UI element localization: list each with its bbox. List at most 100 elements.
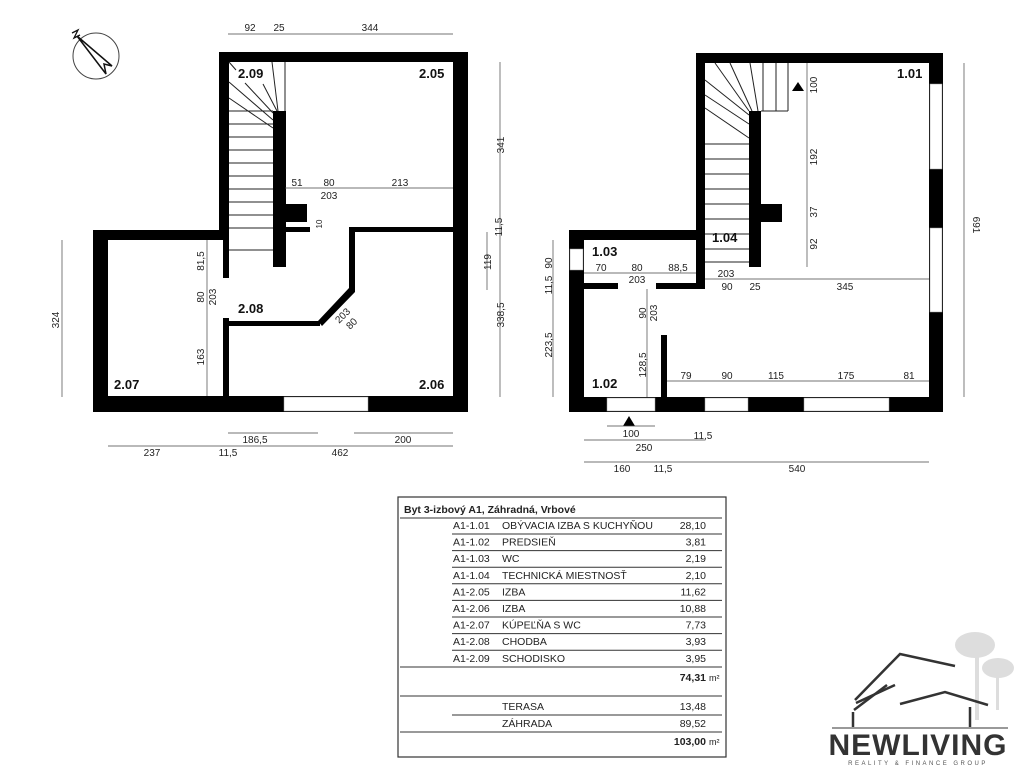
room-code: A1-1.04	[453, 570, 490, 582]
dim-label: 128,5	[638, 352, 649, 377]
room-label-2-09: 2.09	[238, 66, 263, 81]
dim-label: 37	[809, 206, 820, 218]
dim-label: 163	[196, 348, 207, 365]
total-value: 103,00	[674, 736, 706, 748]
dim-label: 119	[483, 254, 494, 270]
room-name: KÚPEĽŇA S WC	[502, 619, 581, 632]
dim-label: 70	[595, 263, 607, 274]
dim-label: 100	[623, 429, 640, 440]
room-area: 2,19	[686, 553, 707, 565]
dim-label: 92	[244, 23, 256, 34]
dim-label: 203	[718, 269, 735, 280]
room-area: 3,81	[686, 537, 707, 549]
room-label-2-08: 2.08	[238, 301, 263, 316]
dim-label: 81	[903, 371, 915, 382]
extra-name: TERASA	[502, 701, 544, 713]
dim-label: 100	[809, 76, 820, 93]
area-table: Byt 3-izbový A1, Záhradná, Vrbové A1-1.0…	[397, 496, 727, 758]
logo-tagline: REALITY & FINANCE GROUP	[848, 761, 988, 767]
staircase	[228, 61, 286, 251]
room-name: IZBA	[502, 603, 525, 615]
room-code: A1-1.03	[453, 553, 490, 565]
room-area: 3,95	[686, 653, 707, 665]
dim-label: 338,5	[496, 302, 507, 327]
palm-tree-icon	[955, 632, 1014, 720]
windows	[569, 83, 943, 412]
dim-label: 25	[749, 282, 761, 293]
dim-label: 345	[837, 282, 854, 293]
window	[283, 396, 369, 412]
dim-label: 462	[332, 448, 349, 459]
room-area: 3,93	[686, 636, 707, 648]
room-label-2-06: 2.06	[419, 377, 444, 392]
dim-label: 540	[789, 464, 806, 475]
ground-dimension-labels: 100 192 37 92 691 70 80 88,5 203 203 90 …	[544, 76, 981, 475]
room-code: A1-1.01	[453, 520, 490, 532]
room-code: A1-2.07	[453, 620, 490, 632]
dim-label: 88,5	[668, 263, 688, 274]
room-name: SCHODISKO	[502, 653, 565, 665]
dim-label: 186,5	[242, 435, 267, 446]
dim-label: 237	[144, 448, 161, 459]
room-code: A1-2.05	[453, 586, 490, 598]
room-label-2-05: 2.05	[419, 66, 444, 81]
dim-label: 344	[362, 23, 379, 34]
dim-label: 10	[315, 219, 324, 228]
room-label-1-02: 1.02	[592, 376, 617, 391]
extra-area: 89,52	[680, 718, 706, 730]
dim-label: 324	[51, 311, 62, 328]
north-arrow-icon	[71, 28, 120, 80]
dim-label: 90	[638, 307, 649, 319]
staircase	[704, 62, 789, 263]
upper-dimension-lines	[61, 33, 501, 447]
dim-label: 203	[629, 275, 646, 286]
dim-label: 11,5	[694, 431, 713, 442]
dim-label: 11,5	[219, 448, 238, 459]
extra-name: ZÁHRADA	[502, 717, 552, 730]
room-label-1-03: 1.03	[592, 244, 617, 259]
upper-floor-walls	[93, 52, 468, 412]
dim-label: 92	[809, 238, 820, 250]
logo-wordmark: NEWLIVING	[829, 729, 1008, 762]
extra-area: 13,48	[680, 701, 706, 713]
room-area: 28,10	[680, 520, 706, 532]
dim-label: 80	[323, 178, 335, 189]
room-area: 2,10	[686, 570, 707, 582]
dim-label: 79	[680, 371, 692, 382]
room-label-1-04: 1.04	[712, 230, 738, 245]
room-label-2-07: 2.07	[114, 377, 139, 392]
room-code: A1-2.06	[453, 603, 490, 615]
room-code: A1-2.09	[453, 653, 490, 665]
subtotal-value: 74,31	[680, 672, 706, 684]
dim-label: 51	[291, 178, 303, 189]
room-name: TECHNICKÁ MIESTNOSŤ	[502, 569, 627, 582]
total-unit: m²	[709, 737, 720, 747]
room-area: 11,62	[681, 586, 707, 598]
dim-label: 223,5	[544, 332, 555, 357]
dim-label: 81,5	[196, 251, 207, 271]
newliving-logo: NEWLIVING REALITY & FINANCE GROUP	[829, 632, 1014, 767]
dim-label: 203	[208, 288, 219, 305]
dim-label: 11,5	[654, 464, 673, 475]
dim-label: 691	[970, 217, 981, 234]
room-name: OBÝVACIA IZBA S KUCHYŇOU	[502, 519, 653, 532]
dim-label: 11,5	[544, 275, 555, 294]
dim-label: 80	[196, 291, 207, 303]
room-name: IZBA	[502, 586, 525, 598]
dim-label: 90	[721, 282, 733, 293]
room-name: PREDSIEŇ	[502, 536, 556, 549]
dim-label: 80	[631, 263, 643, 274]
dim-label: 213	[392, 178, 409, 189]
ground-floor-walls	[569, 53, 943, 412]
dim-label: 203	[321, 191, 338, 202]
dim-label: 115	[768, 371, 784, 382]
dim-label: 90	[544, 257, 555, 269]
dim-label: 203	[649, 304, 660, 321]
room-name: CHODBA	[502, 636, 547, 648]
room-name: WC	[502, 553, 520, 565]
subtotal-unit: m²	[709, 673, 720, 683]
stair-direction-arrow-icon	[792, 82, 804, 91]
room-area: 7,73	[686, 620, 707, 632]
upper-room-labels: 2.05 2.06 2.07 2.08 2.09	[114, 66, 444, 392]
